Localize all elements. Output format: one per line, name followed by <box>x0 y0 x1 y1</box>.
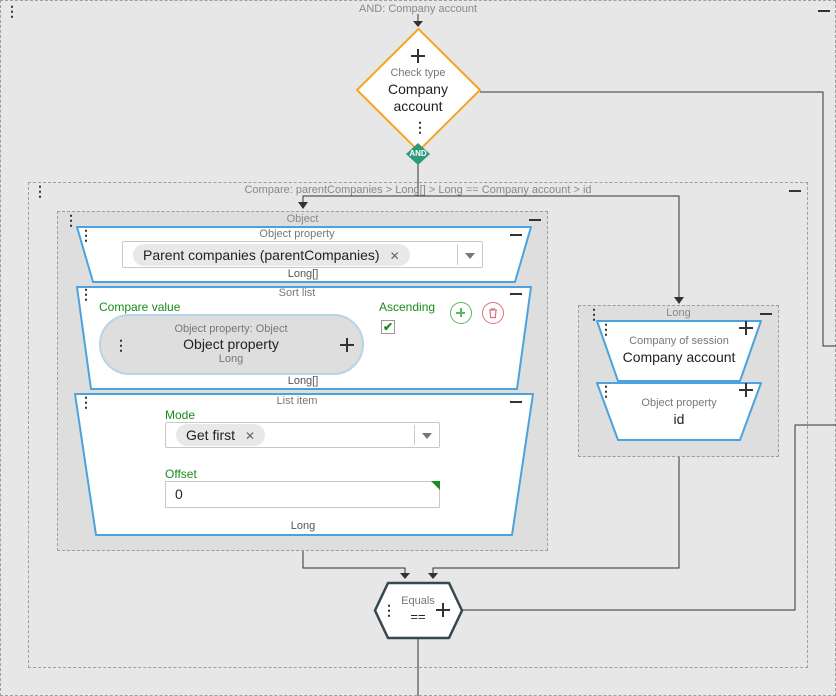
mode-select[interactable]: Get first ✕ <box>165 422 440 448</box>
equals-small: Equals <box>401 595 435 607</box>
object-property-id-title: id <box>673 411 685 427</box>
offset-label: Offset <box>165 467 197 481</box>
add-sort-button[interactable] <box>450 302 472 324</box>
equals-node-shape[interactable] <box>373 581 464 640</box>
check-type-menu-icon[interactable]: ⋮ <box>413 119 427 135</box>
list-item-menu-icon[interactable]: ⋮ <box>79 394 93 410</box>
object-property-id-add-icon[interactable] <box>739 383 753 397</box>
object-property-id-small: Object property <box>641 397 717 409</box>
and-badge-shape[interactable] <box>405 142 431 166</box>
company-session-small: Company of session <box>629 335 729 347</box>
check-type-title-line1: Company <box>388 81 448 97</box>
compare-group-collapse-icon[interactable] <box>788 184 802 198</box>
company-session-menu-icon[interactable]: ⋮ <box>599 321 613 337</box>
compare-value-small: Object property: Object <box>174 323 288 335</box>
object-property-select[interactable]: Parent companies (parentCompanies) ✕ <box>122 241 483 268</box>
list-item-type: Long <box>290 520 316 532</box>
object-group-collapse-icon[interactable] <box>528 213 542 227</box>
compare-value-label: Compare value <box>99 300 181 314</box>
object-property-label: Object property <box>259 228 335 240</box>
company-session-add-icon[interactable] <box>739 321 753 335</box>
company-session-node-shape[interactable] <box>594 318 764 384</box>
sort-list-type: Long[] <box>287 375 319 387</box>
ascending-checkbox[interactable]: ✔ <box>381 320 395 334</box>
chip-remove-icon[interactable]: ✕ <box>389 249 400 263</box>
select-divider <box>457 244 458 265</box>
object-group-label: Object <box>286 213 319 225</box>
compare-group: Compare: parentCompanies > Long[] > Long… <box>28 182 808 668</box>
delete-sort-button[interactable] <box>482 302 504 324</box>
parent-companies-chip-text: Parent companies (parentCompanies) <box>143 247 380 263</box>
list-item-collapse-icon[interactable] <box>509 395 523 409</box>
compare-group-menu-icon[interactable]: ⋮ <box>33 183 47 199</box>
list-item-node-shape[interactable] <box>72 391 536 538</box>
long-group-label: Long <box>666 307 691 319</box>
list-item-label: List item <box>276 395 318 407</box>
equals-menu-icon[interactable]: ⋮ <box>382 602 396 618</box>
compare-group-label: Compare: parentCompanies > Long[] > Long… <box>244 184 592 196</box>
and-group-label: AND: Company account <box>359 3 477 15</box>
check-type-add-icon[interactable] <box>411 49 425 63</box>
and-group-collapse-icon[interactable] <box>817 4 831 18</box>
chip-remove-icon[interactable]: ✕ <box>245 429 256 443</box>
sort-list-menu-icon[interactable]: ⋮ <box>79 286 93 302</box>
ascending-label: Ascending <box>379 300 436 314</box>
compare-value-title: Object property <box>183 336 279 352</box>
equals-add-icon[interactable] <box>436 603 450 617</box>
mode-label: Mode <box>165 408 196 422</box>
sort-list-label: Sort list <box>278 287 316 299</box>
offset-input[interactable]: 0 <box>165 481 440 508</box>
check-type-small-label: Check type <box>390 67 446 79</box>
sort-list-collapse-icon[interactable] <box>509 287 523 301</box>
compare-value-menu-icon[interactable]: ⋮ <box>114 337 128 353</box>
select-divider <box>414 425 415 445</box>
equals-title: == <box>410 609 426 624</box>
compare-value-add-icon[interactable] <box>340 338 354 352</box>
object-property-type: Long[] <box>287 268 319 280</box>
object-group-menu-icon[interactable]: ⋮ <box>64 212 78 228</box>
chevron-down-icon[interactable] <box>465 253 475 259</box>
object-property-id-node-shape[interactable] <box>594 380 764 443</box>
trash-icon <box>489 308 497 319</box>
object-property-id-menu-icon[interactable]: ⋮ <box>599 383 613 399</box>
compare-value-type: Long <box>218 353 244 365</box>
object-property-collapse-icon[interactable] <box>509 228 523 242</box>
object-property-menu-icon[interactable]: ⋮ <box>79 227 93 243</box>
long-group-collapse-icon[interactable] <box>759 307 773 321</box>
compare-value-pill[interactable] <box>99 314 364 375</box>
mode-chip: Get first ✕ <box>176 424 266 446</box>
check-type-title-line2: account <box>393 98 443 114</box>
offset-required-marker-icon <box>431 481 440 490</box>
chevron-down-icon[interactable] <box>422 433 432 439</box>
and-badge-label: AND <box>409 149 427 158</box>
mode-chip-text: Get first <box>186 427 236 443</box>
company-session-title: Company account <box>622 349 736 365</box>
parent-companies-chip: Parent companies (parentCompanies) ✕ <box>133 244 410 266</box>
add-circle-icon-v <box>460 308 462 317</box>
